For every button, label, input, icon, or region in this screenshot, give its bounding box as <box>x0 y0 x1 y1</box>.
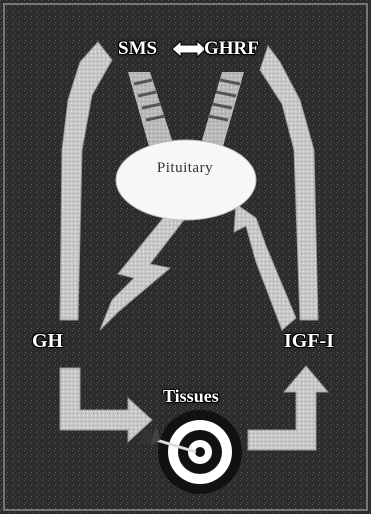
tissues-target-icon <box>158 410 242 494</box>
sms-ghrf-double-arrow-icon <box>172 40 206 58</box>
pituitary-label: Pituitary <box>125 160 245 196</box>
sms-label: SMS <box>118 38 157 60</box>
tissues-label: Tissues <box>163 386 219 407</box>
ghrf-label: GHRF <box>204 38 259 60</box>
gh-label: GH <box>32 330 63 353</box>
igf1-label: IGF-I <box>284 330 334 353</box>
